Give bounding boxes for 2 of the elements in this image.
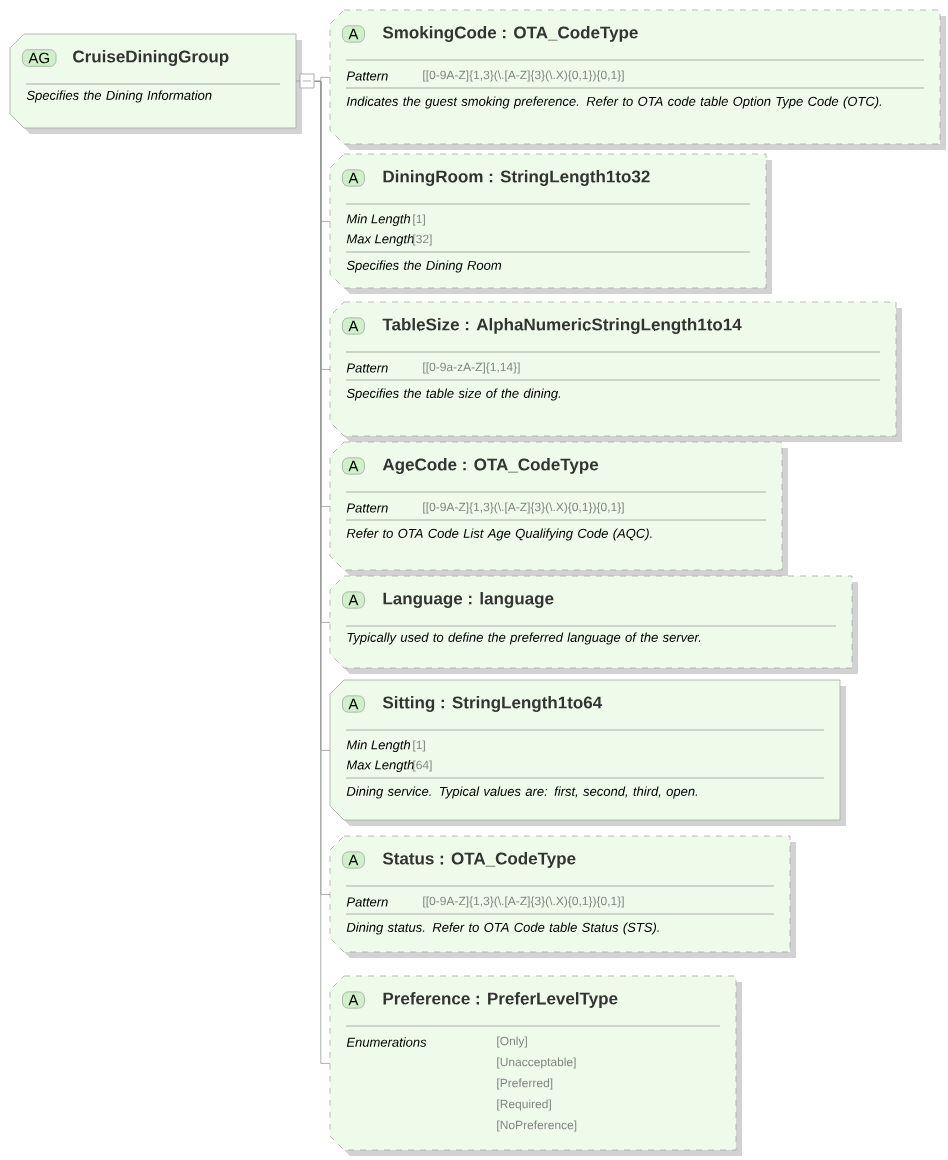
connector-line xyxy=(314,77,331,82)
connector-line xyxy=(314,81,331,1064)
